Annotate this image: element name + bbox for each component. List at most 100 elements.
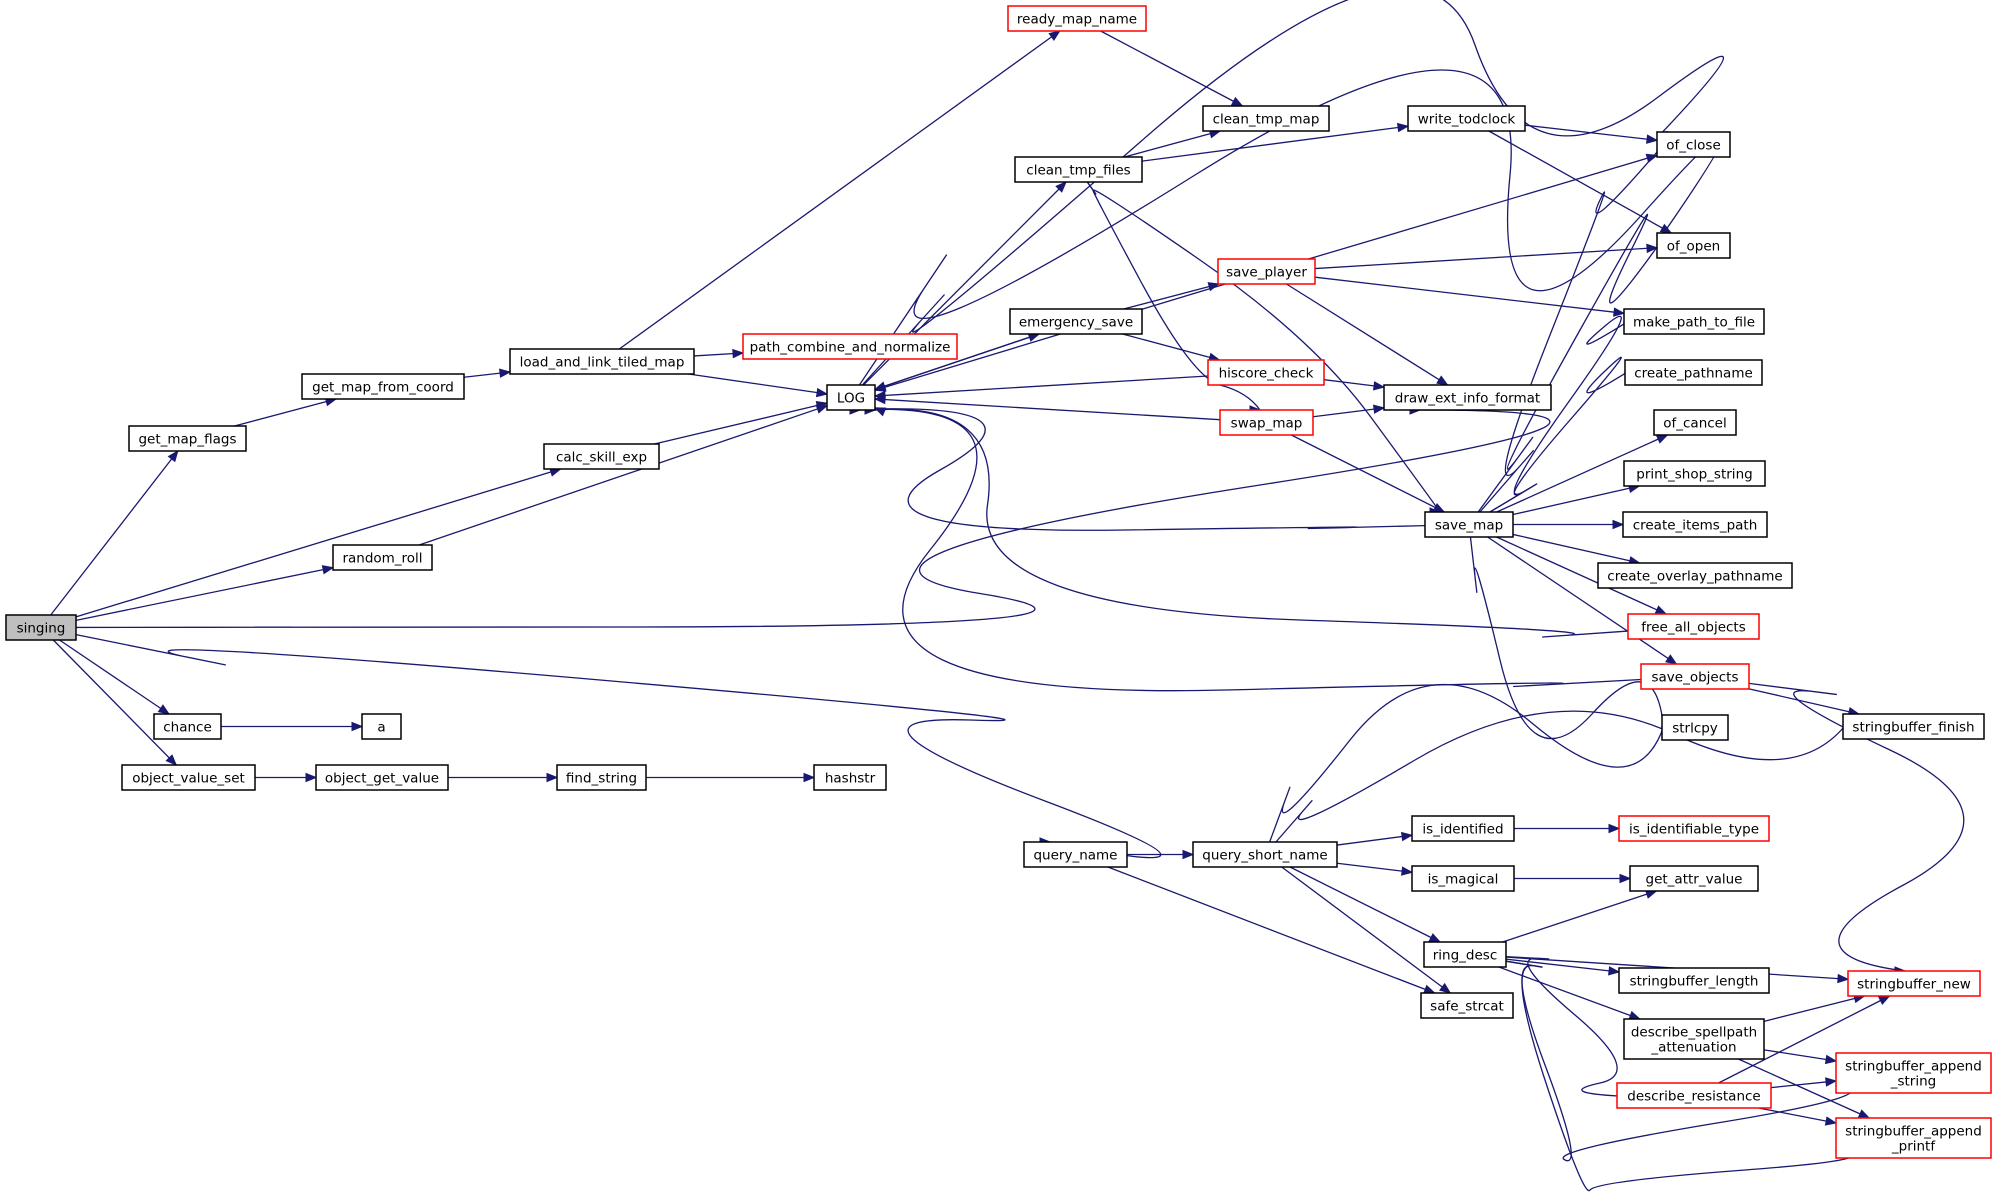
node-get-attr-value[interactable]: get_attr_value bbox=[1629, 865, 1759, 892]
node-box[interactable] bbox=[153, 713, 222, 740]
node-box[interactable] bbox=[1623, 460, 1766, 487]
node-load-and-link-tiled-map[interactable]: load_and_link_tiled_map bbox=[509, 348, 695, 375]
node-box[interactable] bbox=[1424, 511, 1514, 538]
node-box[interactable] bbox=[1616, 1082, 1772, 1109]
node-box[interactable] bbox=[1623, 308, 1765, 335]
node-hashstr[interactable]: hashstr bbox=[813, 764, 887, 791]
node-swap-map[interactable]: swap_map bbox=[1219, 409, 1314, 436]
node-box[interactable] bbox=[1423, 941, 1507, 968]
node-box[interactable] bbox=[556, 764, 647, 791]
node-stringbuffer-append-string[interactable]: stringbuffer_append_string bbox=[1835, 1052, 1992, 1094]
node-box[interactable] bbox=[1623, 1018, 1765, 1060]
node-free-all-objects[interactable]: free_all_objects bbox=[1627, 613, 1760, 640]
node-make-path-to-file[interactable]: make_path_to_file bbox=[1623, 308, 1765, 335]
node-box[interactable] bbox=[1023, 841, 1128, 868]
node-LOG[interactable]: LOG bbox=[826, 384, 876, 411]
node-box[interactable] bbox=[1007, 5, 1147, 32]
node-get-map-from-coord[interactable]: get_map_from_coord bbox=[301, 373, 465, 400]
node-of-close[interactable]: of_close bbox=[1656, 131, 1731, 158]
node-box[interactable] bbox=[1640, 663, 1750, 690]
node-box[interactable] bbox=[1656, 232, 1731, 259]
node-box[interactable] bbox=[1207, 359, 1325, 386]
node-box[interactable] bbox=[1847, 970, 1981, 997]
node-box[interactable] bbox=[332, 544, 433, 571]
node-box[interactable] bbox=[1627, 613, 1760, 640]
node-print-shop-string[interactable]: print_shop_string bbox=[1623, 460, 1766, 487]
node-box[interactable] bbox=[1383, 384, 1552, 411]
node-calc-skill-exp[interactable]: calc_skill_exp bbox=[543, 443, 660, 470]
node-box[interactable] bbox=[509, 348, 695, 375]
node-box[interactable] bbox=[543, 443, 660, 470]
node-stringbuffer-new[interactable]: stringbuffer_new bbox=[1847, 970, 1981, 997]
node-object-get-value[interactable]: object_get_value bbox=[315, 764, 449, 791]
node-find-string[interactable]: find_string bbox=[556, 764, 647, 791]
node-box[interactable] bbox=[1622, 511, 1768, 538]
node-query-name[interactable]: query_name bbox=[1023, 841, 1128, 868]
node-box[interactable] bbox=[1653, 409, 1737, 436]
node-box[interactable] bbox=[826, 384, 876, 411]
node-save-map[interactable]: save_map bbox=[1424, 511, 1514, 538]
node-draw-ext-info-format[interactable]: draw_ext_info_format bbox=[1383, 384, 1552, 411]
node-box[interactable] bbox=[813, 764, 887, 791]
node-stringbuffer-length[interactable]: stringbuffer_length bbox=[1618, 967, 1770, 994]
node-describe-resistance[interactable]: describe_resistance bbox=[1616, 1082, 1772, 1109]
node-of-cancel[interactable]: of_cancel bbox=[1653, 409, 1737, 436]
node-get-map-flags[interactable]: get_map_flags bbox=[128, 425, 247, 452]
node-hiscore-check[interactable]: hiscore_check bbox=[1207, 359, 1325, 386]
node-ready-map-name[interactable]: ready_map_name bbox=[1007, 5, 1147, 32]
node-box[interactable] bbox=[1661, 714, 1729, 741]
node-object-value-set[interactable]: object_value_set bbox=[121, 764, 256, 791]
node-write-todclock[interactable]: write_todclock bbox=[1407, 105, 1526, 132]
node-create-items-path[interactable]: create_items_path bbox=[1622, 511, 1768, 538]
node-create-pathname[interactable]: create_pathname bbox=[1624, 359, 1763, 386]
node-box[interactable] bbox=[1407, 105, 1526, 132]
node-box[interactable] bbox=[1618, 815, 1770, 842]
node-box[interactable] bbox=[1202, 105, 1330, 132]
node-box[interactable] bbox=[742, 333, 958, 360]
node-emergency-save[interactable]: emergency_save bbox=[1009, 308, 1143, 335]
node-box[interactable] bbox=[5, 614, 77, 641]
node-box[interactable] bbox=[1835, 1117, 1992, 1159]
node-describe-spellpath-attenuation[interactable]: describe_spellpath_attenuation bbox=[1623, 1018, 1765, 1060]
node-box[interactable] bbox=[1219, 409, 1314, 436]
node-singing[interactable]: singing bbox=[5, 614, 77, 641]
node-box[interactable] bbox=[128, 425, 247, 452]
node-safe-strcat[interactable]: safe_strcat bbox=[1420, 992, 1514, 1019]
node-ring-desc[interactable]: ring_desc bbox=[1423, 941, 1507, 968]
node-create-overlay-pathname[interactable]: create_overlay_pathname bbox=[1597, 562, 1793, 589]
node-box[interactable] bbox=[1618, 967, 1770, 994]
node-box[interactable] bbox=[1656, 131, 1731, 158]
node-box[interactable] bbox=[1192, 841, 1338, 868]
node-box[interactable] bbox=[1411, 815, 1515, 842]
node-query-short-name[interactable]: query_short_name bbox=[1192, 841, 1338, 868]
node-random-roll[interactable]: random_roll bbox=[332, 544, 433, 571]
node-stringbuffer-finish[interactable]: stringbuffer_finish bbox=[1842, 713, 1985, 740]
node-box[interactable] bbox=[1014, 156, 1143, 183]
node-box[interactable] bbox=[361, 713, 402, 740]
node-box[interactable] bbox=[301, 373, 465, 400]
node-box[interactable] bbox=[1420, 992, 1514, 1019]
node-is-identifiable-type[interactable]: is_identifiable_type bbox=[1618, 815, 1770, 842]
node-of-open[interactable]: of_open bbox=[1656, 232, 1731, 259]
node-is-magical[interactable]: is_magical bbox=[1411, 865, 1515, 892]
node-box[interactable] bbox=[121, 764, 256, 791]
node-box[interactable] bbox=[1629, 865, 1759, 892]
node-stringbuffer-append-printf[interactable]: stringbuffer_append_printf bbox=[1835, 1117, 1992, 1159]
node-path-combine-and-normalize[interactable]: path_combine_and_normalize bbox=[742, 333, 958, 360]
node-is-identified[interactable]: is_identified bbox=[1411, 815, 1515, 842]
node-clean-tmp-files[interactable]: clean_tmp_files bbox=[1014, 156, 1143, 183]
node-a[interactable]: a bbox=[361, 713, 402, 740]
node-box[interactable] bbox=[1217, 258, 1316, 285]
node-save-objects[interactable]: save_objects bbox=[1640, 663, 1750, 690]
node-box[interactable] bbox=[315, 764, 449, 791]
node-clean-tmp-map[interactable]: clean_tmp_map bbox=[1202, 105, 1330, 132]
node-box[interactable] bbox=[1411, 865, 1515, 892]
node-box[interactable] bbox=[1624, 359, 1763, 386]
node-strlcpy[interactable]: strlcpy bbox=[1661, 714, 1729, 741]
node-box[interactable] bbox=[1835, 1052, 1992, 1094]
node-box[interactable] bbox=[1009, 308, 1143, 335]
node-box[interactable] bbox=[1597, 562, 1793, 589]
node-box[interactable] bbox=[1842, 713, 1985, 740]
node-chance[interactable]: chance bbox=[153, 713, 222, 740]
node-save-player[interactable]: save_player bbox=[1217, 258, 1316, 285]
